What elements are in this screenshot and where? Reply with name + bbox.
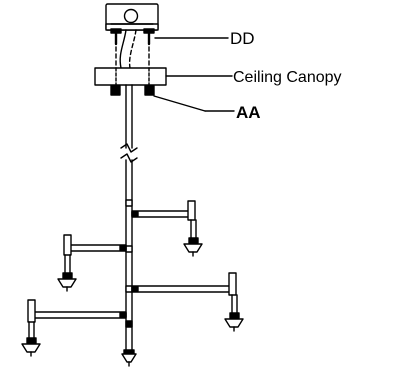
bottom-finial [121, 349, 137, 367]
leader-lines [153, 37, 235, 112]
junction-box [105, 3, 159, 31]
label-ceiling-canopy: Ceiling Canopy [233, 69, 342, 86]
arm-upper-right [131, 200, 203, 257]
label-dd: DD [230, 29, 255, 48]
arm-lower-left [21, 299, 127, 357]
ceiling-canopy [94, 67, 167, 86]
arm-lower-right [131, 272, 244, 332]
supply-wires [119, 29, 137, 69]
label-aa: AA [236, 103, 261, 122]
fixture-stem [120, 84, 138, 353]
arm-upper-left [57, 234, 127, 292]
canopy-nuts [110, 85, 155, 96]
